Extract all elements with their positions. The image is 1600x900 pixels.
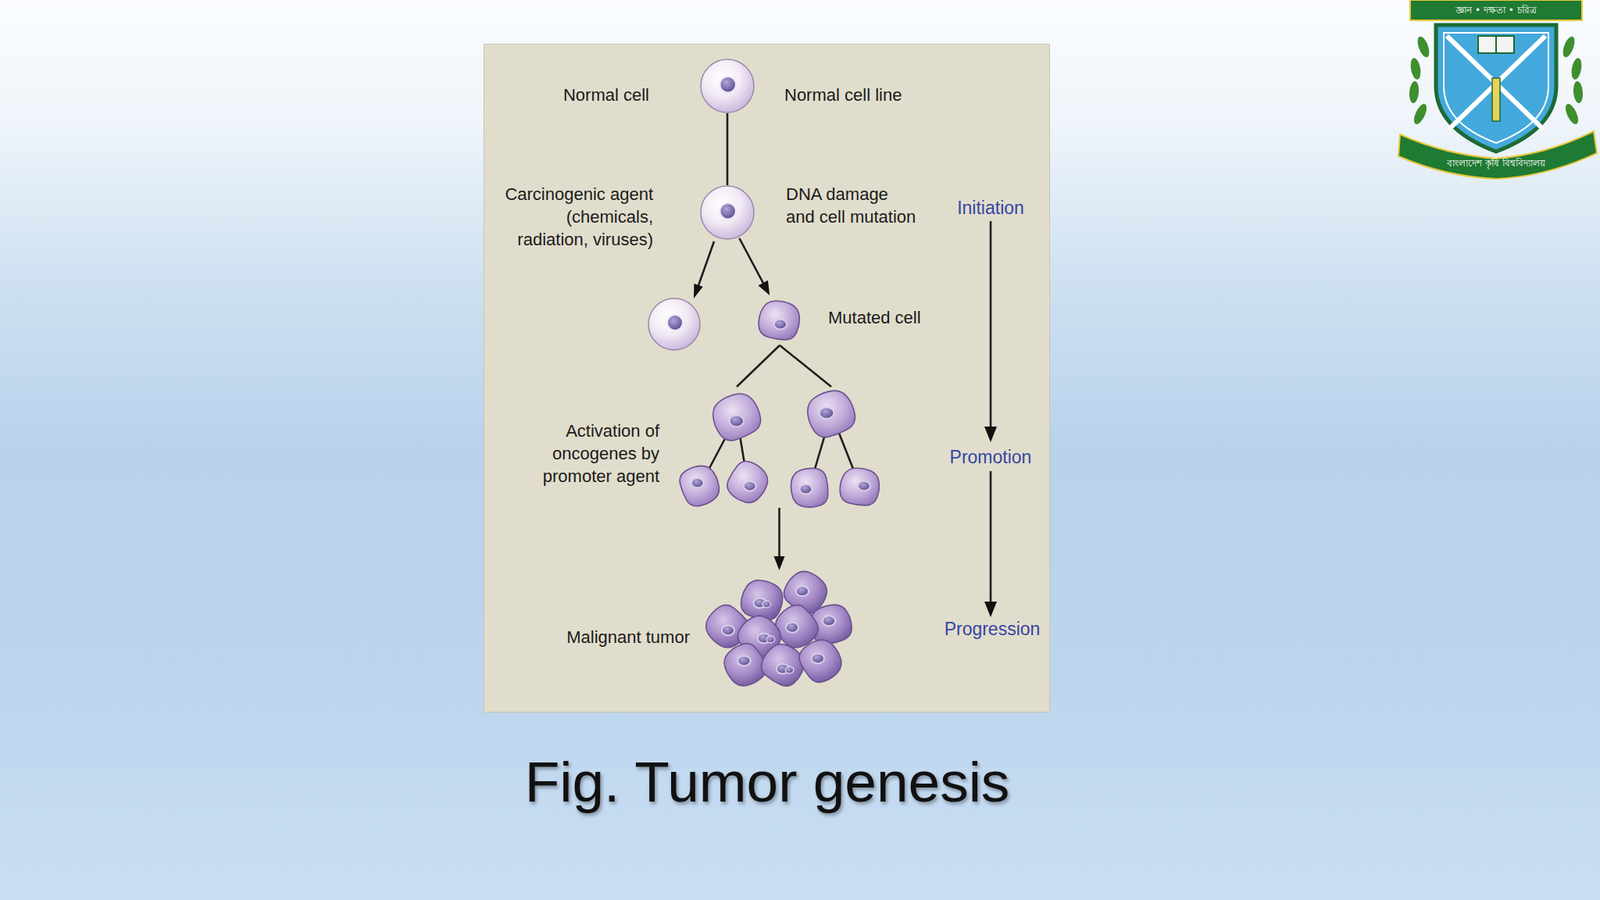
connector bbox=[774, 507, 786, 571]
cell-body bbox=[758, 300, 800, 340]
stage-label: Initiation bbox=[928, 196, 1054, 219]
shield-cross bbox=[1449, 35, 1546, 129]
cell-label: Mutated cell bbox=[828, 306, 985, 329]
stage-label: Promotion bbox=[928, 446, 1054, 468]
cell-label: Normal cell bbox=[492, 83, 650, 107]
cell-node: Normal cellNormal cell line bbox=[700, 58, 755, 114]
stage-label: Progression bbox=[929, 617, 1055, 640]
cell-label: DNA damage and cell mutation bbox=[785, 182, 920, 229]
connector-line bbox=[736, 345, 780, 387]
book-spine bbox=[1495, 35, 1497, 54]
leaf bbox=[1408, 81, 1420, 104]
cell-body bbox=[775, 604, 819, 648]
cell-nucleus bbox=[737, 655, 750, 666]
connector-line bbox=[739, 238, 765, 287]
cell-nucleus bbox=[719, 203, 736, 219]
leaf bbox=[1409, 57, 1423, 81]
cell-nucleus bbox=[774, 319, 787, 330]
cell-label: Carcinogenic agent (chemicals, radiation… bbox=[496, 182, 654, 251]
connector bbox=[736, 345, 832, 387]
arrow-head bbox=[984, 601, 997, 618]
connector-line bbox=[726, 113, 729, 186]
connector bbox=[739, 238, 770, 296]
leaf bbox=[1563, 102, 1582, 126]
cell-nucleus bbox=[822, 615, 836, 626]
logo-banner bbox=[1410, 0, 1583, 21]
cell-nucleus bbox=[667, 314, 683, 331]
shield-inner bbox=[1443, 32, 1549, 143]
shield bbox=[1435, 25, 1557, 152]
split-arrow-line bbox=[696, 241, 715, 290]
book-symbol bbox=[1478, 35, 1515, 54]
cell-body bbox=[679, 465, 719, 506]
stage-arrow-line bbox=[989, 221, 993, 430]
cell-label: Activation of oncogenes by promoter agen… bbox=[534, 419, 660, 488]
cell-shape bbox=[703, 570, 856, 692]
cell-nucleus bbox=[762, 600, 771, 608]
cell-nucleus bbox=[857, 481, 871, 491]
logo-text: বাংলাদেশ কৃষি বিশ্ববিদ্যালয় bbox=[1414, 156, 1579, 171]
leaf bbox=[1572, 81, 1584, 104]
cell-shape bbox=[754, 295, 805, 346]
leaf bbox=[1570, 57, 1584, 81]
cell-shape bbox=[700, 58, 755, 114]
cell-body bbox=[839, 467, 879, 506]
university-logo bbox=[1398, 0, 1597, 179]
cell-nucleus bbox=[800, 484, 813, 494]
connector-line bbox=[778, 507, 781, 561]
cell-nucleus bbox=[721, 625, 735, 636]
cell-nucleus bbox=[766, 635, 775, 643]
cell-shape bbox=[700, 185, 755, 240]
cell-body bbox=[760, 643, 804, 686]
leaf bbox=[1560, 35, 1578, 59]
cell-nucleus bbox=[785, 622, 799, 633]
cell-body bbox=[724, 643, 767, 686]
cell-body bbox=[807, 390, 856, 437]
grain-symbol bbox=[1492, 78, 1500, 122]
cell-body bbox=[741, 580, 783, 621]
cell-node: Mutated cell bbox=[754, 295, 805, 346]
leaf bbox=[1415, 35, 1433, 59]
arrow-head bbox=[693, 283, 704, 299]
cell-nucleus bbox=[811, 653, 825, 664]
cell-nucleus bbox=[819, 407, 834, 419]
cell-body bbox=[713, 393, 761, 441]
stage-arrow-line bbox=[989, 471, 993, 605]
cell-cluster: Activation of oncogenes by promoter agen… bbox=[671, 386, 887, 508]
logo-ribbon bbox=[1398, 131, 1597, 179]
cell-body bbox=[799, 639, 842, 683]
cell-body bbox=[727, 460, 768, 503]
cell-shape bbox=[671, 386, 887, 508]
leaf bbox=[1411, 102, 1430, 126]
figure-caption: Fig. Tumor genesis bbox=[376, 748, 1158, 816]
logo-text: জ্ঞান • দক্ষতা • চরিত্র bbox=[1414, 3, 1579, 18]
cell-node: Carcinogenic agent (chemicals, radiation… bbox=[700, 185, 755, 240]
tumor-cluster: Malignant tumor bbox=[703, 570, 856, 692]
arrow-head bbox=[774, 556, 786, 571]
cell-nucleus bbox=[719, 76, 736, 93]
cell-body bbox=[700, 185, 754, 240]
cell-nucleus bbox=[785, 666, 793, 674]
cell-nucleus bbox=[743, 481, 757, 491]
connector bbox=[727, 113, 729, 186]
arrow-head bbox=[984, 426, 997, 443]
cell-body bbox=[700, 59, 754, 113]
cell-label: Malignant tumor bbox=[517, 625, 690, 649]
cell-body bbox=[790, 467, 828, 508]
cell-nucleus bbox=[691, 478, 704, 488]
connector-line bbox=[779, 345, 832, 387]
cell-nucleus bbox=[796, 585, 809, 597]
arrow-head bbox=[758, 280, 771, 296]
normal-cell bbox=[648, 298, 700, 350]
cell-label: Normal cell line bbox=[784, 83, 980, 107]
cell-nucleus bbox=[729, 415, 744, 428]
